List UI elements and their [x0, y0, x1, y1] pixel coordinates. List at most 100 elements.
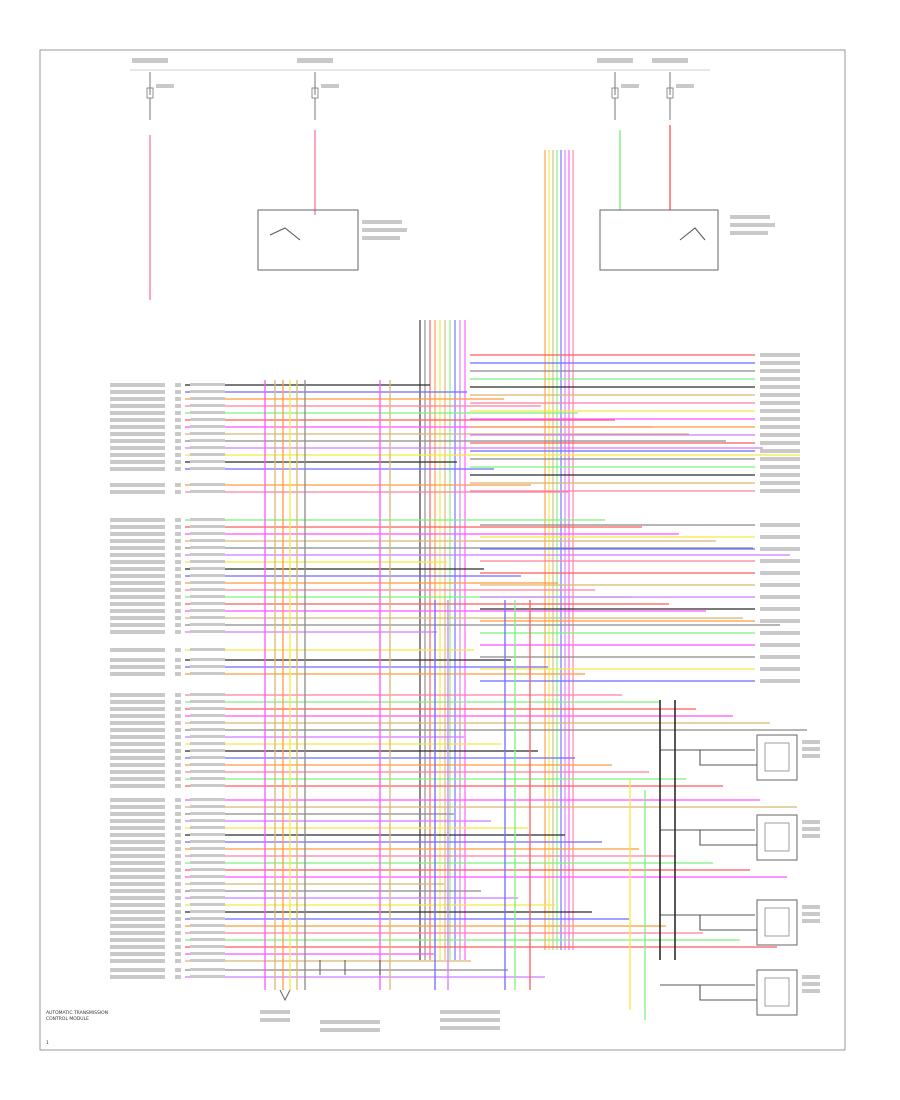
- wire-color-label: [190, 854, 225, 857]
- relay-contact: [679, 227, 706, 241]
- pin-function-label: [110, 467, 165, 471]
- pin-function-label: [110, 938, 165, 942]
- wire-color-label: [190, 648, 225, 651]
- wire-color-label: [190, 889, 225, 892]
- pin-number: [175, 630, 181, 634]
- right-pin-label: [760, 667, 800, 671]
- wire-color-label: [190, 518, 225, 521]
- solenoid-box: [756, 969, 798, 1016]
- ground-label: [320, 1028, 380, 1032]
- pin-number: [175, 532, 181, 536]
- pin-number: [175, 546, 181, 550]
- pin-function-label: [110, 917, 165, 921]
- pin-number: [175, 840, 181, 844]
- wire-color-label: [190, 460, 225, 463]
- relay-contact: [269, 227, 301, 241]
- wire-color-label: [190, 483, 225, 486]
- wire-color-label: [190, 959, 225, 962]
- wire-color-label: [190, 910, 225, 913]
- pin-number: [175, 553, 181, 557]
- right-pin-label: [760, 535, 800, 539]
- wire-color-label: [190, 404, 225, 407]
- wire-color-label: [190, 665, 225, 668]
- pin-number: [175, 742, 181, 746]
- solenoid-label: [802, 820, 820, 824]
- solenoid-label: [802, 754, 820, 758]
- wire-color-label: [190, 968, 225, 971]
- pin-number: [175, 574, 181, 578]
- pin-function-label: [110, 968, 165, 972]
- pin-number: [175, 968, 181, 972]
- fuse-label: [321, 84, 339, 88]
- solenoid-label: [802, 747, 820, 751]
- solenoid-wire: [690, 914, 757, 931]
- right-pin-label: [760, 559, 800, 563]
- pin-function-label: [110, 975, 165, 979]
- wire-color-label: [190, 432, 225, 435]
- pin-function-label: [110, 896, 165, 900]
- pin-number: [175, 693, 181, 697]
- solenoid-box: [756, 899, 798, 946]
- wire-color-label: [190, 383, 225, 386]
- power-label: [132, 58, 168, 63]
- pin-function-label: [110, 721, 165, 725]
- fuse-label: [156, 84, 174, 88]
- ground-label: [260, 1018, 290, 1022]
- pin-function-label: [110, 854, 165, 858]
- wire-color-label: [190, 861, 225, 864]
- pin-function-label: [110, 735, 165, 739]
- solenoid-box: [756, 734, 798, 781]
- pin-number: [175, 539, 181, 543]
- right-pin-label: [760, 449, 800, 453]
- pin-number: [175, 411, 181, 415]
- pin-number: [175, 432, 181, 436]
- solenoid-label: [802, 982, 820, 986]
- pin-function-label: [110, 518, 165, 522]
- solenoid-label: [802, 740, 820, 744]
- pin-number: [175, 805, 181, 809]
- wire-color-label: [190, 924, 225, 927]
- solenoid-coil: [764, 977, 790, 1007]
- wire-color-label: [190, 945, 225, 948]
- wire-color-label: [190, 672, 225, 675]
- relay-box-left: [257, 209, 359, 271]
- pin-number: [175, 896, 181, 900]
- pin-number: [175, 467, 181, 471]
- wire-color-label: [190, 875, 225, 878]
- pin-number: [175, 924, 181, 928]
- right-pin-label: [760, 489, 800, 493]
- power-label: [597, 58, 633, 63]
- solenoid-wire: [690, 984, 757, 1001]
- solenoid-label: [802, 989, 820, 993]
- wire-color-label: [190, 602, 225, 605]
- pin-function-label: [110, 756, 165, 760]
- wire-color-label: [190, 693, 225, 696]
- pin-number: [175, 959, 181, 963]
- pin-function-label: [110, 490, 165, 494]
- power-label: [652, 58, 688, 63]
- pin-number: [175, 938, 181, 942]
- pin-function-label: [110, 924, 165, 928]
- pin-function-label: [110, 574, 165, 578]
- wire-color-label: [190, 784, 225, 787]
- sensor-label: [440, 1026, 500, 1030]
- right-pin-label: [760, 409, 800, 413]
- pin-function-label: [110, 952, 165, 956]
- pin-function-label: [110, 539, 165, 543]
- wire-color-label: [190, 777, 225, 780]
- pin-function-label: [110, 432, 165, 436]
- wire-color-label: [190, 868, 225, 871]
- pin-number: [175, 525, 181, 529]
- solenoid-label: [802, 975, 820, 979]
- pin-number: [175, 648, 181, 652]
- pin-function-label: [110, 875, 165, 879]
- right-pin-label: [760, 583, 800, 587]
- wire-color-label: [190, 819, 225, 822]
- pin-function-label: [110, 588, 165, 592]
- pin-number: [175, 658, 181, 662]
- pin-number: [175, 588, 181, 592]
- wire-color-label: [190, 539, 225, 542]
- diagram-frame: [39, 49, 846, 1051]
- pin-function-label: [110, 460, 165, 464]
